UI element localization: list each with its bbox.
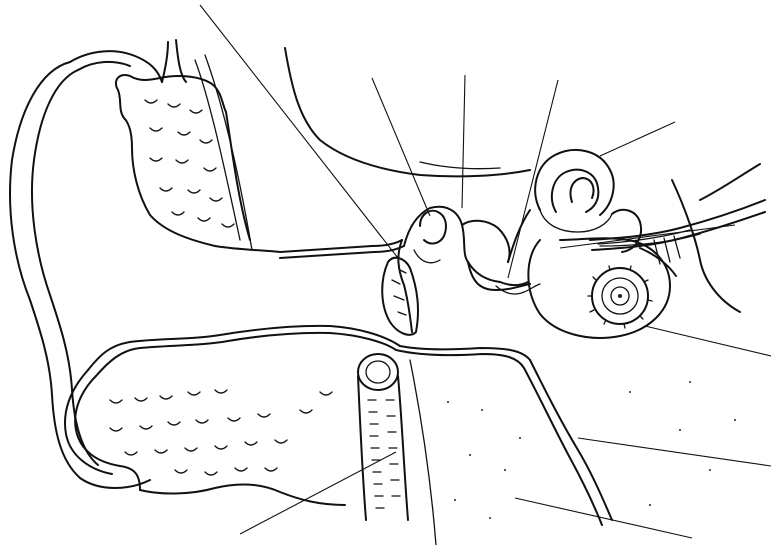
tympanic-membrane [382, 240, 418, 335]
leader-line-pharynx [515, 498, 692, 538]
leader-line-semicircular-canals [600, 122, 675, 156]
auricle [10, 40, 252, 488]
temporal-bone-outline [285, 48, 530, 176]
leader-lines [200, 5, 771, 538]
lower-cartilage [65, 370, 345, 505]
leader-line-eustachian-tube [578, 438, 771, 466]
leader-line-lobe [240, 452, 396, 534]
ear-canal [88, 240, 404, 376]
ossicles [404, 207, 540, 294]
leader-line-incus [462, 75, 465, 208]
upper-cartilage [116, 75, 280, 252]
leader-line-cochlea [645, 326, 771, 356]
auditory-nerve [590, 164, 765, 312]
tube-structure [358, 346, 612, 545]
leader-line-malleus [372, 78, 430, 216]
